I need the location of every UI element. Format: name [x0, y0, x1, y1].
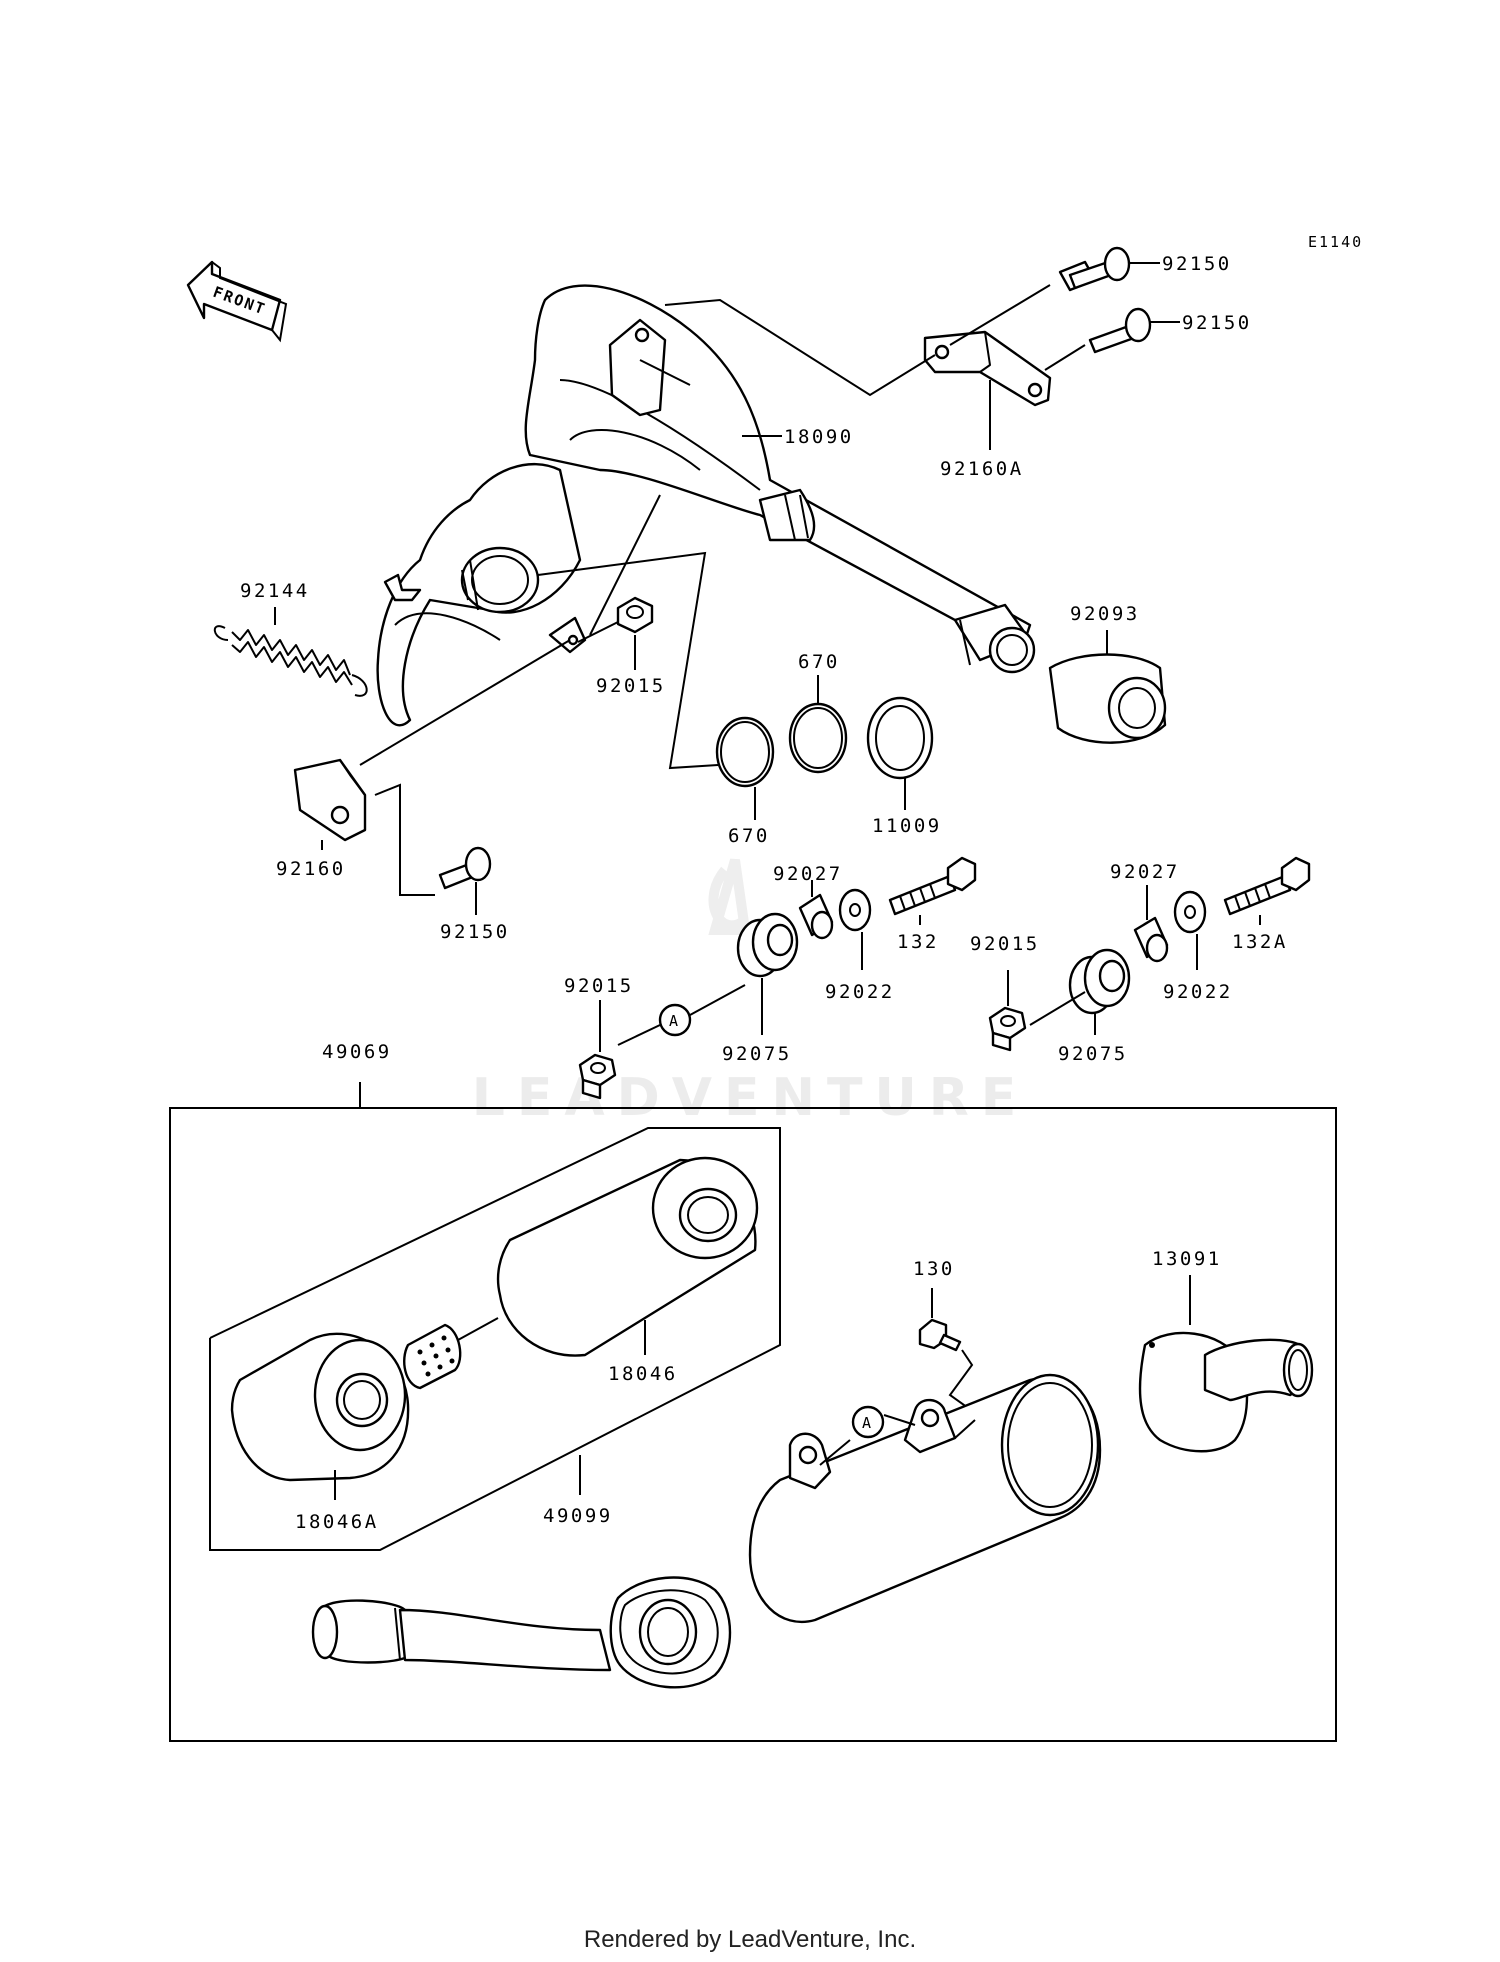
part-label-92093: 92093	[1070, 603, 1140, 625]
spring-92144	[213, 625, 368, 697]
callout-a-upper: A	[658, 1003, 692, 1037]
part-label-13091: 13091	[1152, 1248, 1222, 1270]
part-label-11009: 11009	[872, 815, 942, 837]
part-label-49099: 49099	[543, 1505, 613, 1527]
gasket-670-right	[788, 702, 848, 774]
bolt-130	[918, 1318, 962, 1352]
nut-92015-upper	[616, 596, 654, 634]
part-label-18046: 18046	[608, 1363, 678, 1385]
part-label-92015-left: 92015	[564, 975, 634, 997]
muffler-shell-18046A	[230, 1332, 410, 1482]
muffler-core-18046	[496, 1156, 759, 1357]
bolt-132A	[1223, 856, 1311, 916]
part-label-92015-right: 92015	[970, 933, 1040, 955]
part-label-18090: 18090	[784, 426, 854, 448]
part-label-92022-left: 92022	[825, 981, 895, 1003]
silencer-body	[748, 1373, 1102, 1623]
end-cap-13091	[1138, 1331, 1314, 1453]
bracket-92160	[293, 758, 367, 842]
gasket-670-left	[715, 716, 775, 788]
bolt-132	[888, 856, 977, 916]
front-arrow-icon: FRONT	[186, 260, 288, 343]
part-label-18046A: 18046A	[295, 1511, 379, 1533]
bolt-92150-upper	[1058, 246, 1131, 292]
part-label-92027-right: 92027	[1110, 861, 1180, 883]
watermark-text: LEADVENTURE	[472, 1068, 1029, 1128]
part-label-92015-upper: 92015	[596, 675, 666, 697]
nut-92015-left	[578, 1053, 617, 1100]
watermark: LEADVENTURE	[472, 858, 1029, 1128]
callout-a-lower-letter: A	[862, 1414, 873, 1432]
exhaust-pipe-18090	[376, 284, 1036, 727]
sleeve-92093	[1048, 653, 1167, 744]
part-label-132: 132	[897, 931, 939, 953]
washer-92022-right	[1173, 890, 1207, 934]
part-label-92075-left: 92075	[722, 1043, 792, 1065]
inlet-pipe	[311, 1576, 732, 1689]
part-label-92027-left: 92027	[773, 863, 843, 885]
callout-a-lower: A	[851, 1405, 885, 1439]
part-label-92150-mid: 92150	[1182, 312, 1252, 334]
diagram-code: E1140	[1308, 233, 1363, 251]
perforated-tube	[403, 1323, 462, 1390]
nut-92015-right	[988, 1006, 1027, 1052]
footer-credit: Rendered by LeadVenture, Inc.	[583, 1926, 917, 1953]
collar-92027-right	[1133, 916, 1169, 963]
bolt-92150-mid	[1088, 307, 1152, 354]
part-label-92075-right: 92075	[1058, 1043, 1128, 1065]
part-label-49069: 49069	[322, 1041, 392, 1063]
silencer-assembly-box	[169, 1107, 1337, 1742]
part-label-670-upper: 670	[798, 651, 840, 673]
part-label-92150-top: 92150	[1162, 253, 1232, 275]
washer-92022-left	[838, 888, 872, 932]
part-label-92144: 92144	[240, 580, 310, 602]
grommet-92075-right	[1068, 948, 1131, 1015]
gasket-11009	[866, 696, 934, 780]
bolt-92150-lower	[438, 846, 492, 890]
grommet-92075-left	[736, 912, 799, 978]
callout-a-upper-letter: A	[669, 1012, 680, 1030]
part-label-130: 130	[913, 1258, 955, 1280]
part-label-92022-right: 92022	[1163, 981, 1233, 1003]
collar-92027-left	[798, 893, 834, 940]
bracket-92160A	[923, 330, 1052, 407]
part-label-92160A: 92160A	[940, 458, 1024, 480]
part-label-92150-lower: 92150	[440, 921, 510, 943]
part-label-92160: 92160	[276, 858, 346, 880]
part-label-670-lower: 670	[728, 825, 770, 847]
part-label-132A: 132A	[1232, 931, 1288, 953]
